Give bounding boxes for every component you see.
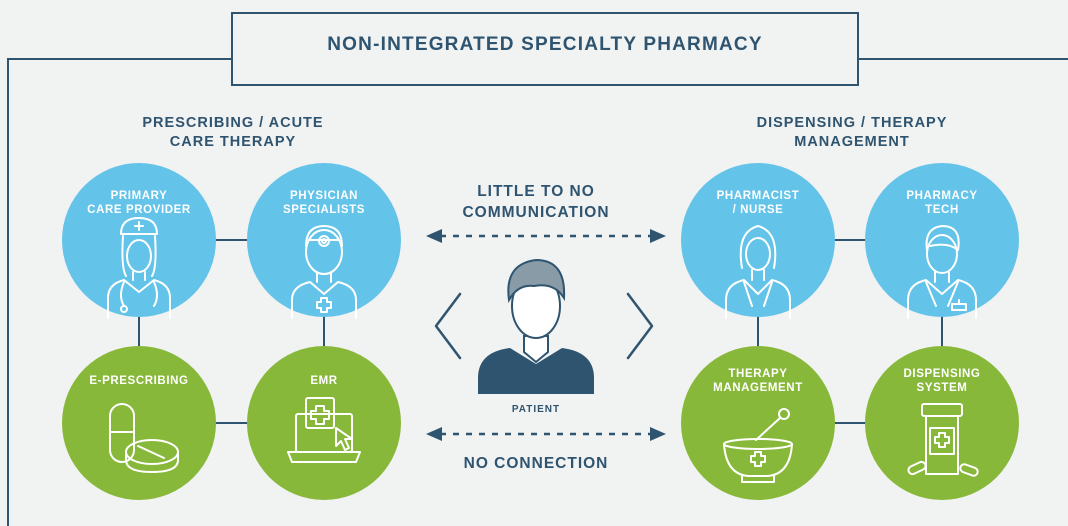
dispensing-system-line2: SYSTEM bbox=[916, 382, 968, 394]
pharmacy-tech-icon bbox=[907, 225, 977, 319]
laptop-medical-record-icon bbox=[287, 397, 361, 463]
diagram-title: NON-INTEGRATED SPECIALTY PHARMACY bbox=[327, 34, 763, 55]
left-group-heading: PRESCRIBING / ACUTE CARE THERAPY bbox=[103, 114, 363, 152]
right-chevron-icon bbox=[626, 292, 654, 360]
patient-icon bbox=[478, 258, 594, 394]
pharmacist-label: PHARMACIST / NURSE bbox=[683, 189, 833, 217]
outer-frame bbox=[7, 58, 1068, 526]
doctor-icon bbox=[291, 225, 357, 319]
dispensing-system-circle bbox=[865, 346, 1019, 500]
physician-line2: SPECIALISTS bbox=[282, 204, 365, 216]
therapy-mgmt-label: THERAPY MANAGEMENT bbox=[683, 367, 833, 395]
eprescribing-circle bbox=[62, 346, 216, 500]
pharmacy-tech-line2: TECH bbox=[925, 204, 959, 216]
communication-arrow bbox=[426, 229, 666, 243]
title-box bbox=[231, 12, 859, 86]
eprescribing-label: E-PRESCRIBING bbox=[89, 375, 189, 387]
left-chevron-icon bbox=[434, 292, 462, 360]
emr-label: EMR bbox=[310, 375, 338, 387]
pharmacy-tech-label: PHARMACY TECH bbox=[867, 189, 1017, 217]
pill-bottle-icon bbox=[907, 403, 979, 477]
physician-line1: PHYSICIAN bbox=[289, 190, 359, 202]
pharmacy-tech-line1: PHARMACY bbox=[906, 190, 978, 202]
left-group-line2: CARE THERAPY bbox=[169, 134, 297, 150]
right-group-line2: MANAGEMENT bbox=[794, 134, 910, 150]
pharmacist-line2: / NURSE bbox=[732, 204, 784, 216]
primary-care-label: PRIMARY CARE PROVIDER bbox=[64, 189, 214, 217]
therapy-mgmt-circle bbox=[681, 346, 835, 500]
nurse-icon bbox=[107, 217, 171, 319]
patient-label: PATIENT bbox=[511, 404, 561, 415]
communication-line1: LITTLE TO NO bbox=[477, 183, 595, 200]
right-group-heading: DISPENSING / THERAPY MANAGEMENT bbox=[722, 114, 982, 152]
primary-care-line2: CARE PROVIDER bbox=[87, 204, 191, 216]
primary-care-line1: PRIMARY bbox=[110, 190, 168, 202]
left-group-line1: PRESCRIBING / ACUTE bbox=[142, 115, 324, 131]
communication-label: LITTLE TO NO COMMUNICATION bbox=[416, 181, 656, 223]
physician-label: PHYSICIAN SPECIALISTS bbox=[249, 189, 399, 217]
right-group-line1: DISPENSING / THERAPY bbox=[756, 115, 948, 131]
communication-line2: COMMUNICATION bbox=[462, 204, 610, 221]
mortar-pestle-icon bbox=[723, 408, 793, 483]
dispensing-system-label: DISPENSING SYSTEM bbox=[867, 367, 1017, 395]
pharmacist-circle bbox=[681, 163, 835, 317]
therapy-mgmt-line2: MANAGEMENT bbox=[713, 382, 803, 394]
pharmacy-tech-circle bbox=[865, 163, 1019, 317]
connection-label: NO CONNECTION bbox=[463, 455, 609, 472]
dispensing-system-line1: DISPENSING bbox=[903, 368, 981, 380]
pharmacist-icon bbox=[725, 225, 791, 319]
pills-icon bbox=[109, 403, 179, 473]
pharmacist-line1: PHARMACIST bbox=[716, 190, 800, 202]
therapy-mgmt-line1: THERAPY bbox=[728, 368, 788, 380]
connector-lines bbox=[138, 239, 943, 424]
connection-arrow bbox=[426, 427, 666, 441]
